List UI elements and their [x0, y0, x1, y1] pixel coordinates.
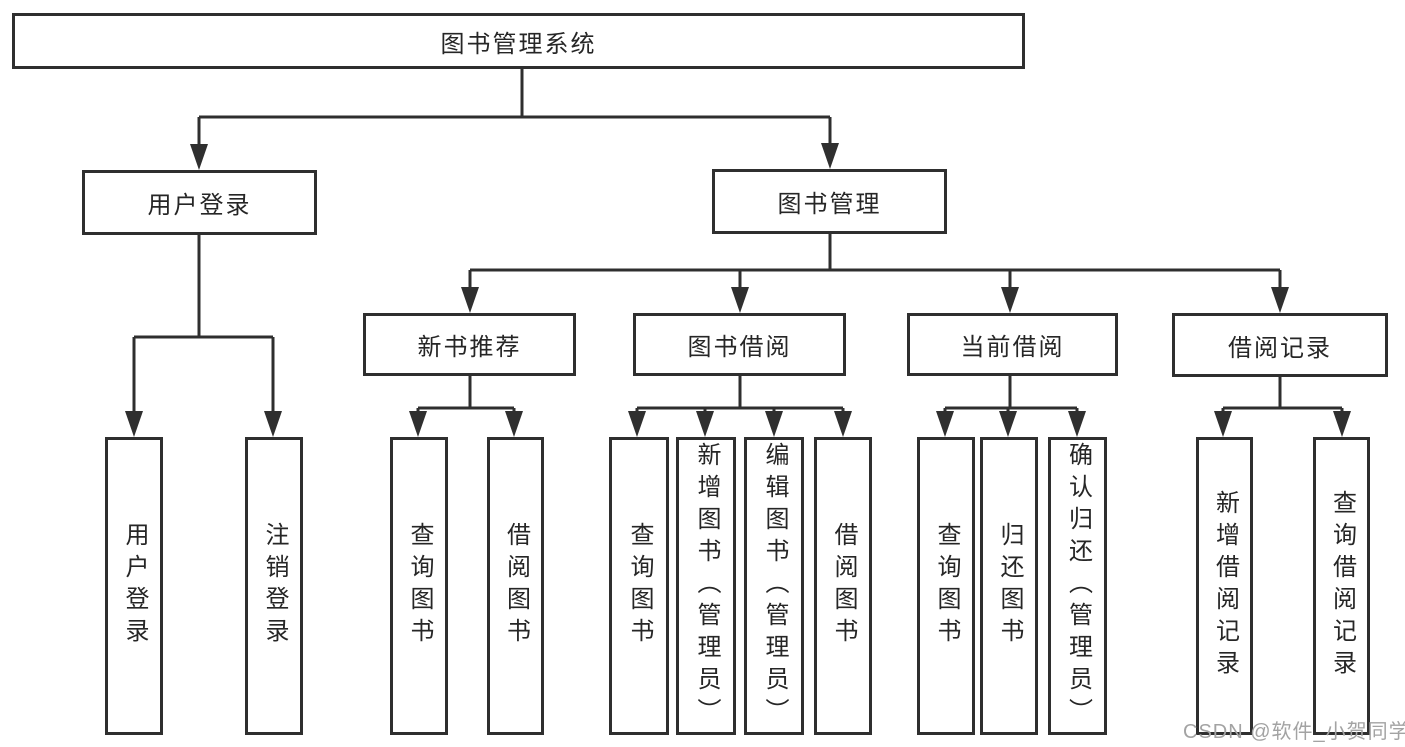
- node-label: 图书管理系统: [440, 30, 597, 58]
- node-leaf-edit-books-admin: 编辑图书（管理员）: [744, 437, 804, 735]
- node-leaf-confirm-return-admin: 确认归还（管理员）: [1048, 437, 1107, 735]
- node-label: 借阅图书: [830, 522, 857, 650]
- node-leaf-query-books-borrowing: 查询图书: [609, 437, 669, 735]
- csdn-watermark: CSDN @软件_小贺同学: [1183, 721, 1405, 743]
- node-label: 新增图书（管理员）: [693, 442, 720, 730]
- node-leaf-logout: 注销登录: [245, 437, 303, 735]
- node-current-borrowing: 当前借阅: [907, 313, 1118, 376]
- node-book-borrowing: 图书借阅: [633, 313, 846, 376]
- node-label: 新书推荐: [417, 334, 522, 361]
- arrowheads: [125, 143, 1351, 437]
- node-label: 查询图书: [933, 522, 960, 650]
- node-label: 借阅记录: [1228, 334, 1332, 362]
- node-leaf-borrow-books: 借阅图书: [814, 437, 872, 735]
- node-leaf-query-books-recommend: 查询图书: [390, 437, 448, 735]
- node-label: 查询借阅记录: [1328, 490, 1356, 682]
- node-leaf-add-borrow-record: 新增借阅记录: [1196, 437, 1253, 735]
- node-label: 用户登录: [147, 192, 252, 219]
- node-label: 编辑图书（管理员）: [761, 442, 788, 730]
- node-label: 查询图书: [626, 522, 653, 650]
- node-label: 借阅图书: [502, 522, 530, 650]
- node-book-management: 图书管理: [712, 169, 947, 234]
- node-leaf-user-login: 用户登录: [105, 437, 163, 735]
- node-label: 新增借阅记录: [1211, 490, 1239, 682]
- node-label: 查询图书: [406, 522, 433, 650]
- node-label: 确认归还（管理员）: [1064, 442, 1092, 730]
- node-label: 归还图书: [996, 522, 1023, 650]
- node-library-management-system: 图书管理系统: [12, 13, 1025, 69]
- node-label: 图书管理: [777, 191, 882, 218]
- node-leaf-return-books: 归还图书: [980, 437, 1038, 735]
- node-label: 注销登录: [261, 522, 288, 650]
- node-leaf-add-books-admin: 新增图书（管理员）: [676, 437, 736, 735]
- node-borrowing-records: 借阅记录: [1172, 313, 1388, 377]
- node-user-login: 用户登录: [82, 170, 317, 235]
- node-leaf-borrow-books-recommend: 借阅图书: [487, 437, 544, 735]
- node-label: 图书借阅: [687, 334, 792, 361]
- node-new-book-recommendation: 新书推荐: [363, 313, 576, 376]
- node-label: 用户登录: [121, 522, 148, 650]
- node-label: 当前借阅: [960, 334, 1065, 361]
- node-leaf-query-borrow-record: 查询借阅记录: [1313, 437, 1370, 735]
- node-leaf-query-books-current: 查询图书: [917, 437, 975, 735]
